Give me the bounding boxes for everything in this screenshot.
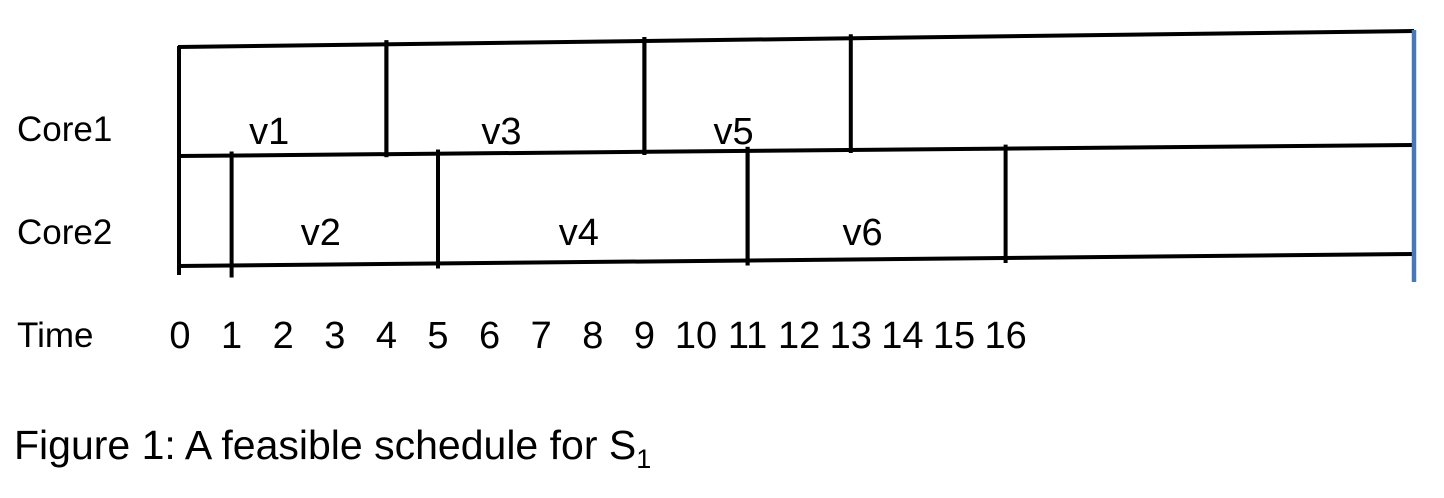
task-label-v1: v1 — [249, 111, 290, 153]
time-tick-label: 8 — [582, 315, 604, 357]
time-tick-label: 11 — [727, 315, 768, 357]
time-tick-label: 2 — [272, 315, 294, 357]
time-tick-label: 12 — [778, 315, 821, 357]
row-label-core1: Core1 — [17, 110, 113, 149]
core2-bottom-border — [177, 252, 1415, 268]
time-tick-label: 7 — [530, 315, 552, 357]
time-tick-label: 1 — [221, 315, 243, 357]
time-tick-label: 0 — [169, 315, 191, 357]
time-tick-label: 13 — [829, 315, 872, 357]
figure-caption: Figure 1: A feasible schedule for S1 — [14, 421, 651, 475]
time-tick-label: 3 — [324, 315, 346, 357]
time-axis-label: Time — [17, 316, 94, 355]
time-tick-label: 14 — [881, 315, 924, 357]
time-tick-label: 16 — [984, 315, 1027, 357]
task-label-v6: v6 — [842, 212, 883, 254]
task-label-v5: v5 — [713, 111, 754, 153]
time-tick-label: 4 — [375, 315, 397, 357]
task-label-v2: v2 — [300, 212, 341, 254]
time-tick-label: 6 — [479, 315, 501, 357]
task-label-v4: v4 — [558, 212, 599, 254]
time-tick-label: 5 — [427, 315, 449, 357]
core-row-divider — [177, 143, 1415, 158]
time-tick-label: 15 — [932, 315, 976, 357]
core1-top-border — [177, 29, 1415, 49]
time-tick-label: 10 — [674, 315, 718, 357]
row-label-core2: Core2 — [17, 213, 113, 252]
caption-subscript: 1 — [636, 444, 652, 474]
caption-text: Figure 1: A feasible schedule for S — [14, 422, 637, 468]
time-tick-label: 9 — [633, 315, 655, 357]
task-label-v3: v3 — [481, 111, 522, 153]
